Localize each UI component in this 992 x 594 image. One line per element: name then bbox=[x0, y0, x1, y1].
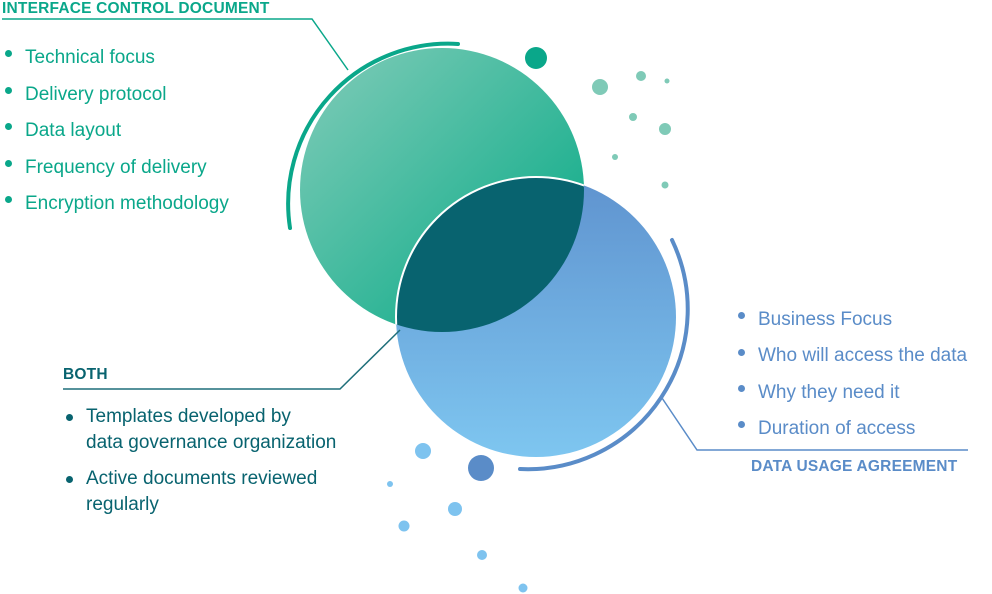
list-item-line: data governance organization bbox=[86, 432, 337, 453]
bullet-icon bbox=[738, 348, 745, 356]
list-item-label: Who will access the data bbox=[758, 345, 968, 367]
dua-connector-line bbox=[661, 397, 968, 451]
interface-control-document-list: Technical focus Delivery protocol Data l… bbox=[1, 40, 229, 223]
list-item: Active documents reviewed regularly bbox=[62, 466, 336, 518]
list-item-label: Why they need it bbox=[758, 381, 900, 403]
decorative-dot bbox=[398, 520, 410, 532]
list-item: Delivery protocol bbox=[1, 77, 229, 114]
lens-outline-blue bbox=[395, 176, 584, 332]
bullet-icon bbox=[66, 476, 73, 484]
list-item: Encryption methodology bbox=[1, 186, 229, 223]
both-heading: BOTH bbox=[63, 366, 108, 383]
bullet-icon bbox=[5, 123, 12, 131]
bullet-icon bbox=[738, 421, 745, 429]
decorative-dot bbox=[629, 113, 637, 121]
bullet-icon bbox=[738, 312, 745, 320]
bullet-icon bbox=[738, 385, 745, 393]
decorative-dot bbox=[448, 502, 462, 516]
list-item: Frequency of delivery bbox=[1, 150, 229, 187]
list-item: Duration of access bbox=[734, 411, 967, 447]
decorative-dot bbox=[525, 47, 547, 69]
bullet-icon bbox=[66, 414, 73, 422]
decorative-dot bbox=[612, 154, 618, 160]
list-item-line: Active documents reviewed bbox=[86, 468, 318, 489]
decorative-dot bbox=[661, 181, 669, 189]
decorative-dot bbox=[415, 443, 431, 459]
decorative-dot bbox=[518, 583, 528, 593]
decorative-dot bbox=[659, 123, 671, 135]
list-item-label: Data layout bbox=[25, 120, 122, 141]
list-item: Why they need it bbox=[734, 375, 967, 411]
both-list: Templates developed by data governance or… bbox=[62, 404, 336, 528]
bullet-icon bbox=[5, 159, 12, 167]
list-item-label: Duration of access bbox=[758, 417, 916, 439]
decorative-dot bbox=[477, 550, 487, 560]
list-item: Technical focus bbox=[1, 40, 229, 77]
list-item: Business Focus bbox=[734, 302, 967, 338]
data-usage-agreement-heading: DATA USAGE AGREEMENT bbox=[751, 458, 958, 475]
list-item-label: Frequency of delivery bbox=[25, 156, 207, 178]
list-item-label: Encryption methodology bbox=[25, 193, 229, 214]
decorative-dot bbox=[636, 71, 646, 81]
interface-control-document-heading: INTERFACE CONTROL DOCUMENT bbox=[2, 0, 270, 17]
list-item: Who will access the data bbox=[734, 338, 967, 374]
list-item-label: Business Focus bbox=[758, 309, 893, 330]
list-item-label: Delivery protocol bbox=[25, 83, 167, 105]
decorative-dot bbox=[468, 455, 494, 481]
list-item-line: Templates developed by bbox=[86, 406, 291, 427]
bullet-icon bbox=[5, 50, 12, 58]
data-usage-agreement-list: Business Focus Who will access the data … bbox=[734, 302, 967, 447]
decorative-dot bbox=[664, 78, 670, 84]
list-item: Data layout bbox=[1, 113, 229, 150]
bullet-icon bbox=[5, 196, 12, 204]
green-orbit-arc bbox=[286, 41, 460, 230]
blue-orbit-arc bbox=[518, 238, 690, 472]
decorative-dot bbox=[387, 481, 393, 487]
both-connector-line bbox=[63, 329, 401, 390]
list-item: Templates developed by data governance or… bbox=[62, 404, 336, 456]
bullet-icon bbox=[5, 86, 12, 94]
list-item-line: regularly bbox=[86, 494, 159, 515]
icd-connector-line bbox=[2, 18, 349, 71]
decorative-dot bbox=[592, 79, 608, 95]
list-item-label: Technical focus bbox=[25, 47, 155, 68]
